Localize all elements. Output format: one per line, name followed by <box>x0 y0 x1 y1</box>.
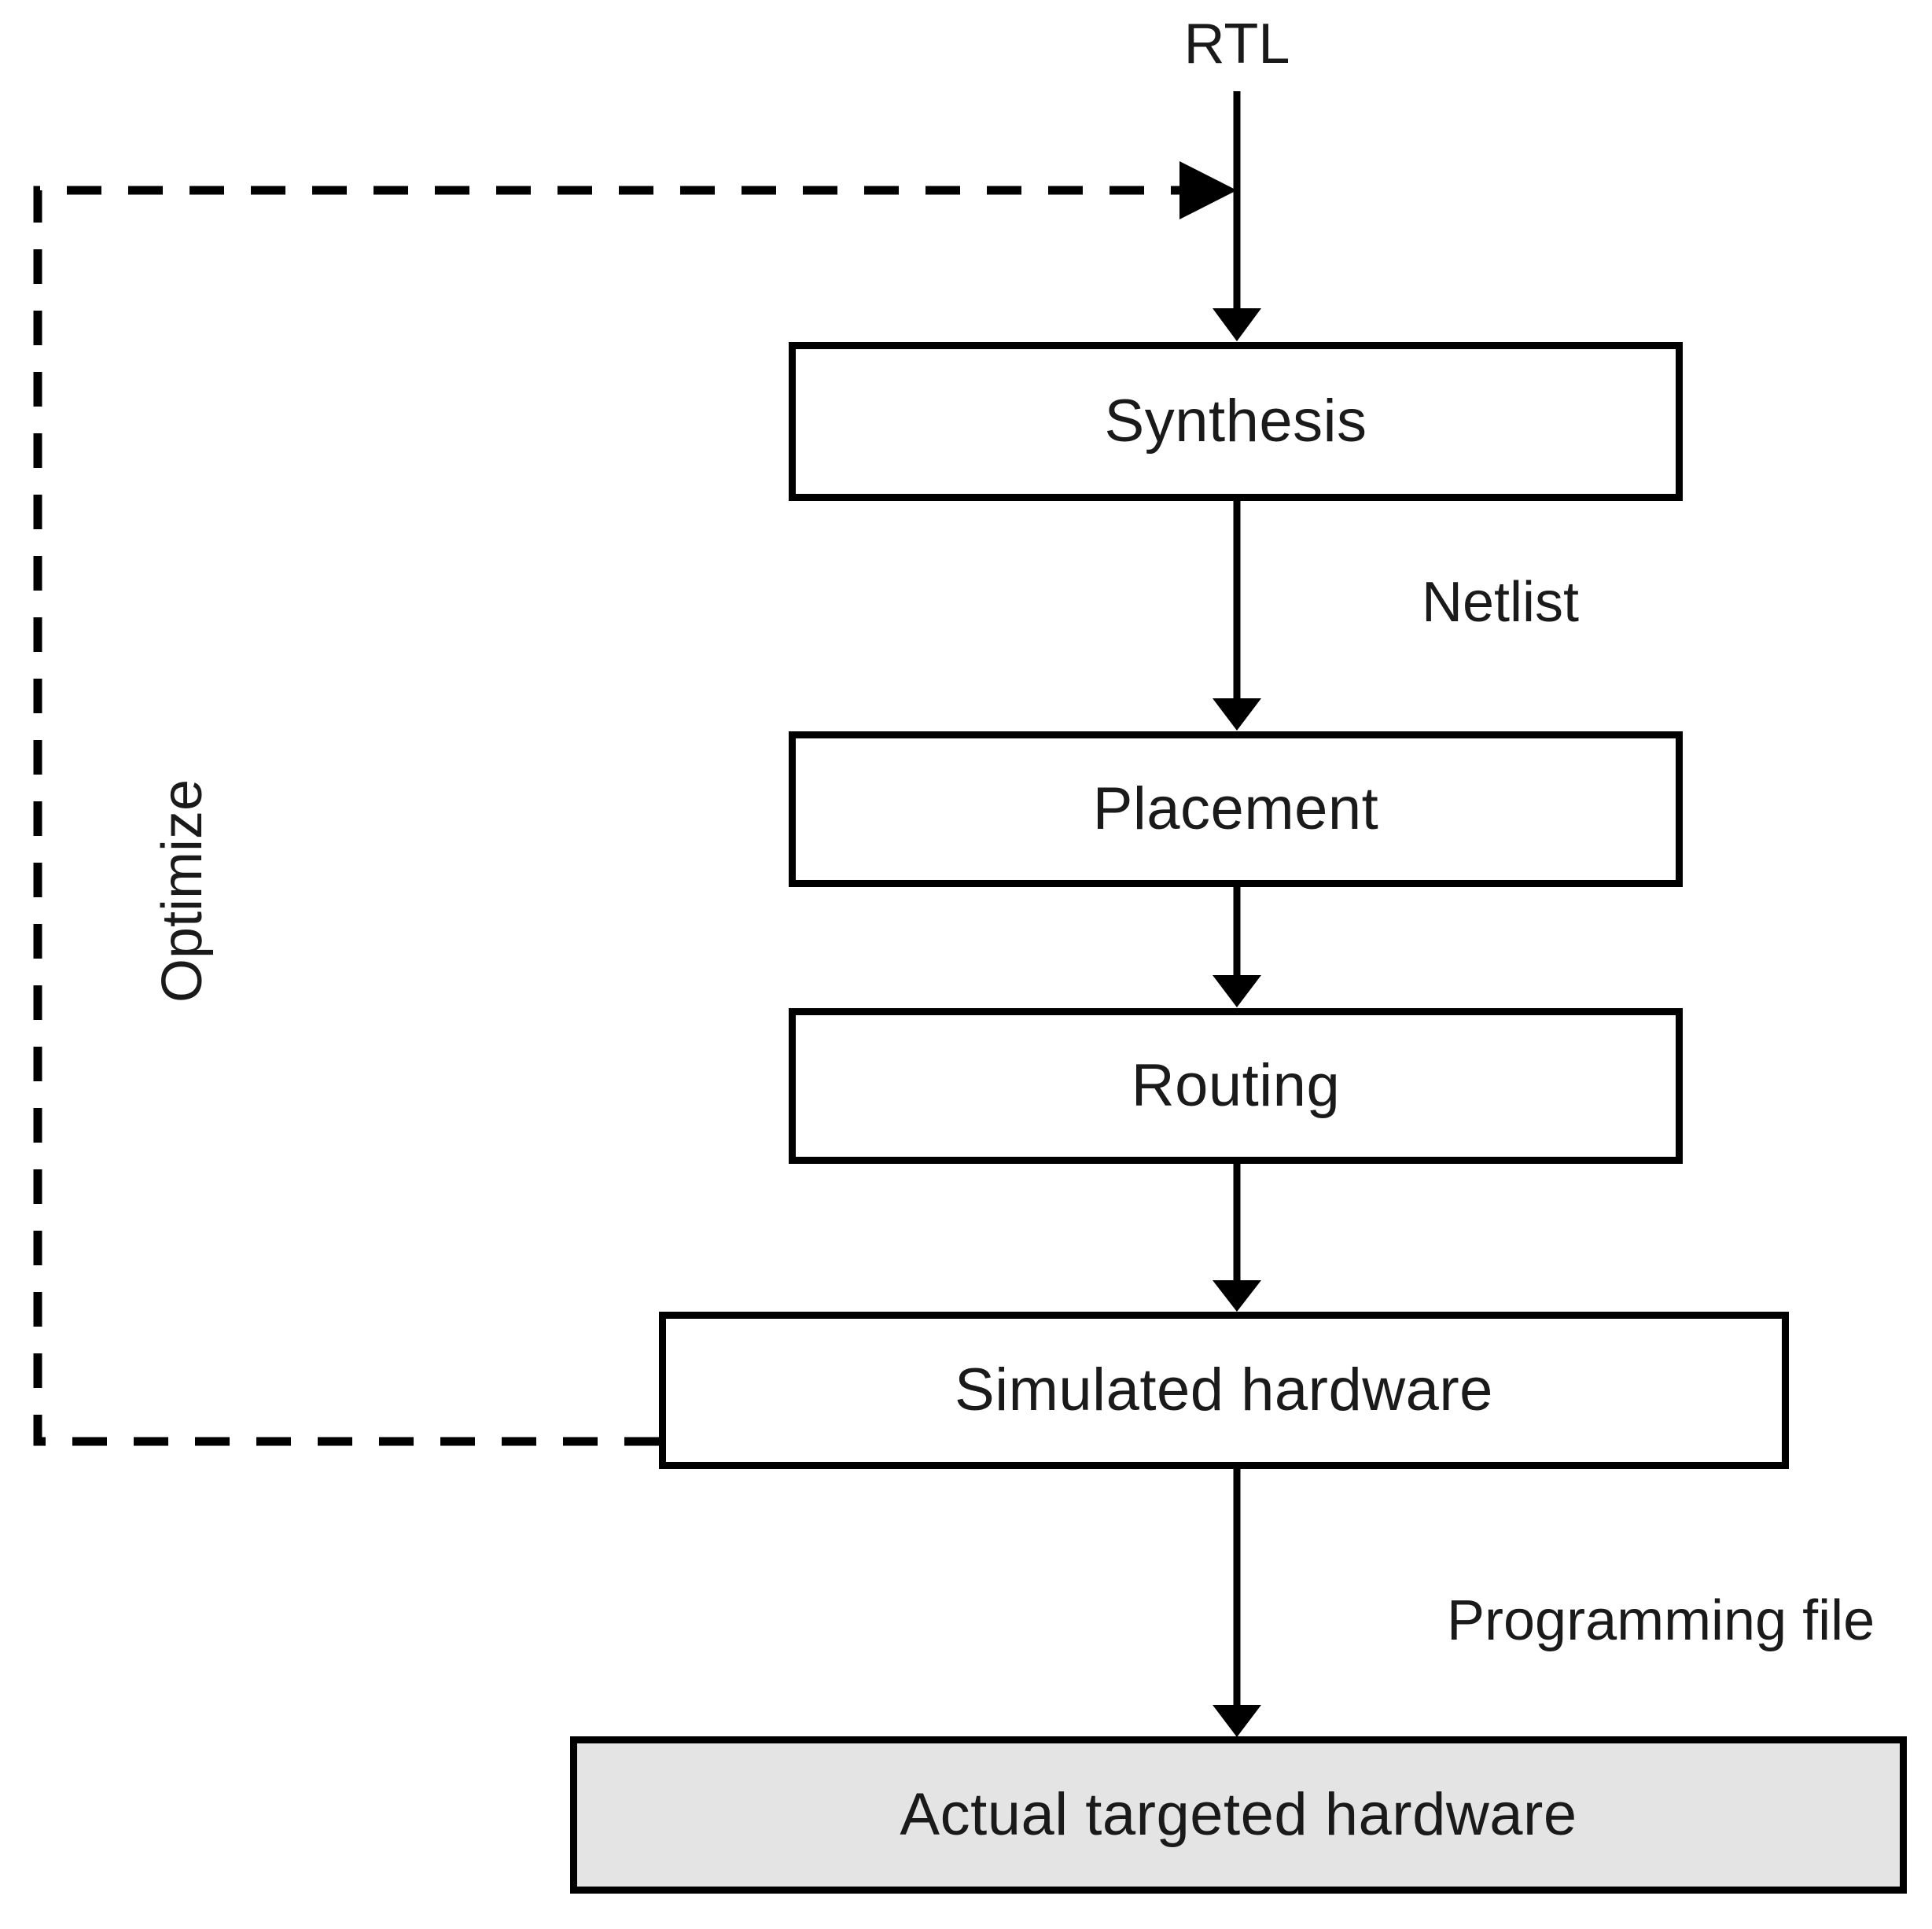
label-netlist-text: Netlist <box>1422 571 1580 634</box>
edge-feedback-optimize <box>33 161 1237 1446</box>
edge-routing-to-simulated-hardware <box>1213 1164 1261 1312</box>
edge-placement-to-routing <box>1213 887 1261 1007</box>
node-simulated-hardware[interactable]: Simulated hardware <box>659 1312 1789 1469</box>
node-simulated-hardware-label: Simulated hardware <box>955 1357 1493 1423</box>
label-rtl: RTL <box>1184 16 1290 72</box>
label-optimize: Optimize <box>151 779 214 1003</box>
label-optimize-text: Optimize <box>151 779 214 1003</box>
edge-synthesis-to-placement <box>1213 501 1261 731</box>
edge-rtl-to-synthesis <box>1213 91 1261 341</box>
node-synthesis[interactable]: Synthesis <box>789 342 1683 501</box>
node-actual-targeted-hardware[interactable]: Actual targeted hardware <box>570 1736 1907 1894</box>
label-rtl-text: RTL <box>1183 13 1290 75</box>
label-programming-file: Programming file <box>1447 1592 1875 1649</box>
edge-simulated-to-actual-hardware <box>1213 1469 1261 1737</box>
label-netlist: Netlist <box>1422 574 1579 631</box>
node-synthesis-label: Synthesis <box>1104 388 1367 455</box>
node-routing[interactable]: Routing <box>789 1008 1683 1164</box>
node-routing-label: Routing <box>1131 1052 1341 1119</box>
node-placement[interactable]: Placement <box>789 731 1683 887</box>
node-placement-label: Placement <box>1092 775 1379 842</box>
label-programming-file-text: Programming file <box>1447 1589 1875 1652</box>
node-actual-targeted-hardware-label: Actual targeted hardware <box>900 1781 1577 1848</box>
